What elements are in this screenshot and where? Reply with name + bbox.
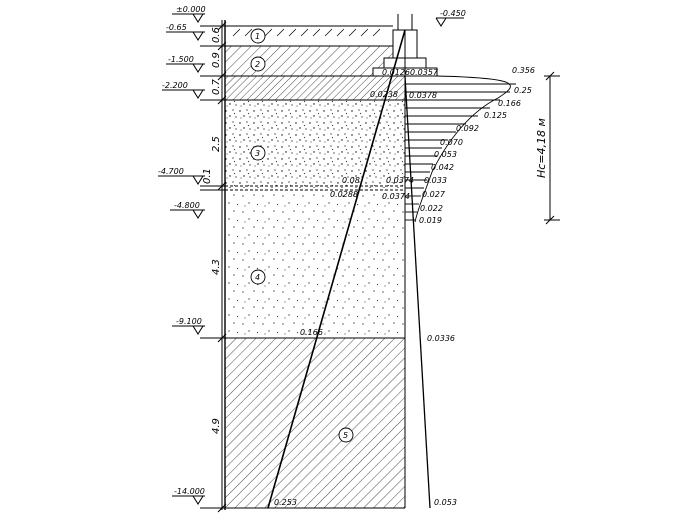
hc-dimension bbox=[544, 71, 560, 225]
hc-label: Hc=4,18 м bbox=[535, 118, 548, 178]
thk-7: 4.9 bbox=[211, 418, 222, 434]
thk-6: 4.3 bbox=[211, 259, 222, 275]
curve-val-11: 0.019 bbox=[419, 216, 442, 225]
curve-val-5: 0.070 bbox=[440, 138, 463, 147]
ground-hatch-ticks bbox=[232, 28, 381, 37]
thk-3: 0.7 bbox=[211, 78, 222, 95]
natural-pressure-line bbox=[267, 29, 406, 509]
curve-val-6: 0.053 bbox=[434, 150, 457, 159]
natural-pressure-values: 0.0126 0.0357 0.0238 0.08 0.0288 0.166 0… bbox=[274, 68, 439, 507]
layer-1-number: 1 bbox=[255, 32, 260, 41]
elev-e3: -2.200 bbox=[162, 81, 188, 90]
layer-5-number: 5 bbox=[343, 431, 348, 440]
curve-val-9: 0.027 bbox=[422, 190, 446, 199]
additional-pressure-values: 0.0378 0.0374 0.0374 0.0336 0.053 bbox=[382, 91, 457, 507]
bzp-p4: 0.0336 bbox=[427, 334, 455, 343]
layer-2b-fill bbox=[225, 76, 405, 100]
layer-3-fill bbox=[225, 100, 405, 188]
elev-top: ±0.000 bbox=[176, 5, 206, 14]
layer-2-fill bbox=[225, 46, 393, 76]
elev-e5: -4.800 bbox=[174, 201, 200, 210]
elev-e2: -1.500 bbox=[168, 55, 194, 64]
bz-v7: 0.253 bbox=[274, 498, 297, 507]
curve-val-7: 0.042 bbox=[431, 163, 454, 172]
curve-val-2: 0.166 bbox=[498, 99, 521, 108]
thickness-dimension-chain bbox=[200, 20, 228, 513]
thickness-labels: 0.6 0.9 0.7 2.5 0.1 4.3 4.9 bbox=[202, 27, 222, 434]
additional-pressure-line bbox=[404, 75, 431, 509]
layer-4-fill bbox=[225, 190, 405, 338]
curve-val-0: 0.356 bbox=[512, 66, 535, 75]
curve-val-8: 0.033 bbox=[424, 176, 447, 185]
curve-val-4: 0.092 bbox=[456, 124, 479, 133]
stress-curve bbox=[405, 75, 516, 223]
elev-foundation: -0.450 bbox=[440, 9, 466, 18]
thk-4: 2.5 bbox=[211, 136, 222, 152]
bz-v6: 0.166 bbox=[300, 328, 323, 337]
elev-e1: -0.65 bbox=[166, 23, 187, 32]
bzp-p2: 0.0374 bbox=[386, 176, 414, 185]
thk-2: 0.9 bbox=[211, 52, 222, 68]
curve-values: 0.356 0.25 0.166 0.125 0.092 0.070 0.053… bbox=[419, 66, 535, 225]
thk-5: 0.1 bbox=[202, 168, 213, 184]
bz-v4: 0.08 bbox=[342, 176, 360, 185]
layer-5-fill bbox=[225, 338, 405, 508]
elevation-labels: ±0.000 -0.65 -1.500 -2.200 -4.700 -4.800… bbox=[158, 5, 466, 496]
thk-1: 0.6 bbox=[211, 27, 222, 43]
layer-4-number: 4 bbox=[255, 273, 260, 282]
bzp-p5: 0.053 bbox=[434, 498, 457, 507]
bz-v5: 0.0288 bbox=[330, 190, 358, 199]
elev-e4: -4.700 bbox=[158, 167, 184, 176]
elev-e6: -9.100 bbox=[176, 317, 202, 326]
bz-v3: 0.0238 bbox=[370, 90, 398, 99]
bzp-p3: 0.0374 bbox=[382, 192, 410, 201]
layer-2-number: 2 bbox=[255, 60, 260, 69]
elev-e7: -14.000 bbox=[174, 487, 205, 496]
bzp-p1: 0.0378 bbox=[409, 91, 437, 100]
curve-val-1: 0.25 bbox=[514, 86, 532, 95]
elevation-markers bbox=[158, 13, 464, 505]
bz-v2: 0.0357 bbox=[410, 68, 439, 77]
curve-val-10: 0.022 bbox=[420, 204, 443, 213]
bz-v1: 0.0126 bbox=[382, 68, 410, 77]
layer-numbers: 1 2 3 4 5 bbox=[250, 28, 354, 443]
curve-val-3: 0.125 bbox=[484, 111, 507, 120]
layer-3-number: 3 bbox=[255, 149, 260, 158]
